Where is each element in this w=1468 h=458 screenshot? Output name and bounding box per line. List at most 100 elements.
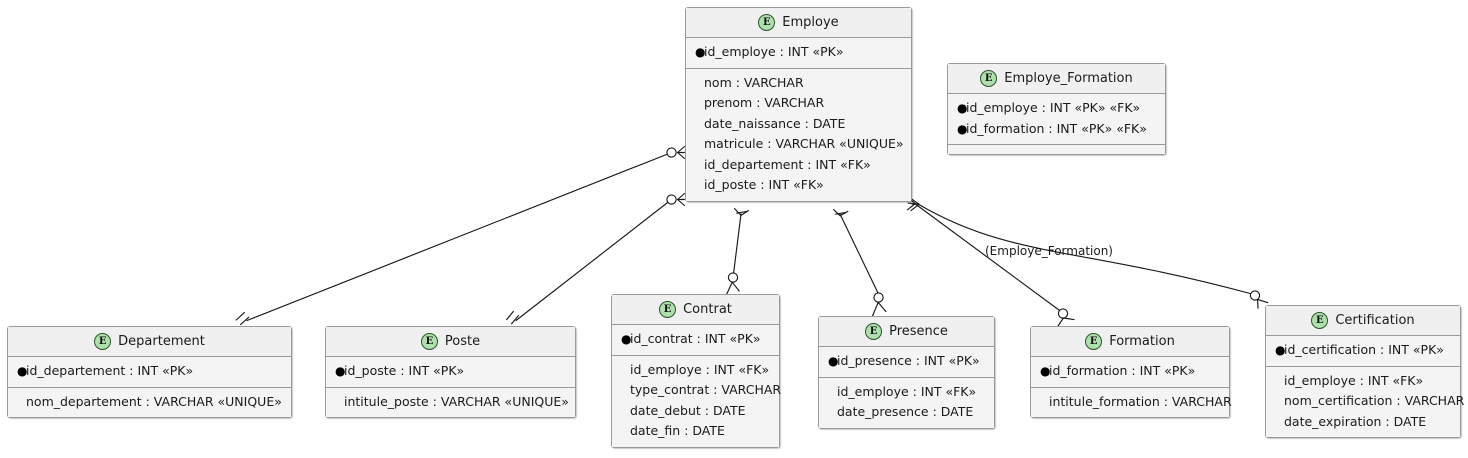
attribute: ●id_employe : INT «FK» bbox=[828, 382, 985, 403]
entity-icon: E bbox=[758, 14, 776, 31]
key-attribute: ●id_certification : INT «PK» bbox=[1275, 340, 1451, 361]
attribute-text: date_presence : DATE bbox=[837, 404, 974, 419]
attribute-text: date_expiration : DATE bbox=[1284, 413, 1427, 429]
entity-header-poste: E Poste bbox=[326, 327, 575, 357]
attribute-text: id_poste : INT «FK» bbox=[704, 177, 824, 192]
attribute: ●date_naissance : DATE bbox=[695, 114, 902, 135]
entity-key-section: ●id_employe : INT «PK» bbox=[686, 38, 911, 69]
entity-icon: E bbox=[94, 333, 112, 350]
entity-icon: E bbox=[865, 323, 883, 340]
attribute: ●prenom : VARCHAR bbox=[695, 93, 902, 114]
attribute-text: id_poste : INT «PK» bbox=[344, 363, 465, 378]
attribute-text: type_contrat : VARCHAR bbox=[630, 382, 782, 397]
entity-key-section: ●id_certification : INT «PK» bbox=[1266, 336, 1460, 367]
attribute-text: date_fin : DATE bbox=[630, 423, 725, 438]
attribute-bullet-icon: ● bbox=[1275, 343, 1286, 357]
entity-attribute-section: ●intitule_poste : VARCHAR «UNIQUE» bbox=[326, 387, 575, 417]
entity-title: Employe_Formation bbox=[1004, 71, 1133, 86]
entity-key-section: ●id_poste : INT «PK» bbox=[326, 357, 575, 388]
entity-header-departement: E Departement bbox=[8, 327, 291, 357]
key-attribute: ●id_formation : INT «PK» «FK» bbox=[957, 119, 1156, 140]
entity-departement[interactable]: E Departement ●id_departement : INT «PK» ●n… bbox=[7, 326, 292, 418]
attribute: ●matricule : VARCHAR «UNIQUE» bbox=[695, 134, 904, 155]
entity-header-employe: E Employe bbox=[686, 8, 911, 38]
attribute-text: id_employe : INT «PK» «FK» bbox=[966, 100, 1141, 115]
entity-attribute-section: ●intitule_formation : VARCHAR bbox=[1031, 387, 1232, 417]
attribute-text: id_employe : INT «FK» bbox=[837, 383, 977, 399]
attribute-text: id_contrat : INT «PK» bbox=[630, 331, 761, 346]
attribute: ●nom_certification : VARCHAR bbox=[1275, 391, 1464, 412]
edge-employe-presence bbox=[833, 209, 887, 317]
key-attribute: ●id_employe : INT «PK» «FK» bbox=[957, 98, 1156, 119]
attribute: ●id_departement : INT «FK» bbox=[695, 155, 902, 176]
attribute: ●date_expiration : DATE bbox=[1275, 412, 1451, 433]
attribute-bullet-icon: ● bbox=[957, 121, 968, 136]
attribute-text: nom : VARCHAR bbox=[704, 74, 804, 90]
entity-key-section: ●id_contrat : INT «PK» bbox=[612, 325, 779, 356]
attribute-text: matricule : VARCHAR «UNIQUE» bbox=[704, 136, 904, 151]
entity-poste[interactable]: E Poste ●id_poste : INT «PK» ●intitule_post… bbox=[325, 326, 576, 418]
entity-key-section: ●id_presence : INT «PK» bbox=[819, 347, 994, 378]
attribute-bullet-icon: ● bbox=[1040, 364, 1051, 378]
entity-attribute-section: ●nom_departement : VARCHAR «UNIQUE» bbox=[8, 387, 291, 417]
edge-employe-formation bbox=[905, 195, 1075, 327]
attribute-text: intitule_formation : VARCHAR bbox=[1049, 393, 1232, 409]
entity-icon: E bbox=[659, 301, 677, 318]
entity-icon: E bbox=[980, 70, 998, 87]
attribute-text: id_formation : INT «PK» bbox=[1049, 363, 1196, 378]
attribute: ●id_employe : INT «FK» bbox=[621, 360, 770, 381]
attribute-text: id_departement : INT «PK» bbox=[26, 363, 194, 378]
entity-title: Certification bbox=[1335, 313, 1415, 328]
entity-employe[interactable]: E Employe ●id_employe : INT «PK» ●nom : VAR… bbox=[685, 7, 912, 202]
attribute-text: id_presence : INT «PK» bbox=[837, 353, 980, 368]
attribute-text: id_departement : INT «FK» bbox=[704, 156, 871, 172]
attribute: ●date_presence : DATE bbox=[828, 402, 985, 423]
attribute-text: id_employe : INT «FK» bbox=[630, 361, 770, 377]
entity-attribute-section: ●id_employe : INT «FK»●date_presence : D… bbox=[819, 377, 994, 428]
attribute: ●id_employe : INT «FK» bbox=[1275, 371, 1451, 392]
entity-attribute-section: ●id_employe : INT «FK»●type_contrat : VA… bbox=[612, 355, 781, 447]
attribute: ●date_debut : DATE bbox=[621, 401, 770, 422]
attribute-text: id_employe : INT «PK» bbox=[704, 44, 844, 59]
attribute-bullet-icon: ● bbox=[957, 101, 968, 115]
entity-attribute-section: ●nom : VARCHAR●prenom : VARCHAR●date_nai… bbox=[686, 68, 911, 201]
edge-label-employe-formation-label: (Employe_Formation) bbox=[985, 244, 1113, 258]
entity-key-section: ●id_formation : INT «PK» bbox=[1031, 357, 1229, 388]
entity-title: Formation bbox=[1109, 334, 1175, 349]
attribute: ●id_poste : INT «FK» bbox=[695, 175, 902, 196]
entity-title: Departement bbox=[118, 334, 205, 349]
entity-key-section: ●id_employe : INT «PK» «FK»●id_formation… bbox=[948, 94, 1165, 145]
key-attribute: ●id_departement : INT «PK» bbox=[17, 361, 282, 382]
entity-attribute-section-empty bbox=[948, 145, 1165, 154]
attribute-text: prenom : VARCHAR bbox=[704, 95, 825, 110]
entity-title: Employe bbox=[782, 15, 839, 30]
attribute-text: date_naissance : DATE bbox=[704, 115, 846, 131]
entity-icon: E bbox=[420, 333, 438, 350]
attribute-bullet-icon: ● bbox=[621, 332, 632, 346]
key-attribute: ●id_presence : INT «PK» bbox=[828, 351, 985, 372]
entity-header-presence: E Presence bbox=[819, 317, 994, 347]
attribute: ●intitule_formation : VARCHAR bbox=[1040, 392, 1232, 413]
edge-employe-contrat bbox=[725, 208, 749, 296]
attribute-text: id_formation : INT «PK» «FK» bbox=[966, 120, 1147, 136]
attribute: ●date_fin : DATE bbox=[621, 421, 770, 442]
entity-attribute-section: ●id_employe : INT «FK»●nom_certification… bbox=[1266, 366, 1464, 437]
entity-title: Presence bbox=[889, 324, 948, 339]
key-attribute: ●id_poste : INT «PK» bbox=[335, 361, 566, 382]
key-attribute: ●id_employe : INT «PK» bbox=[695, 42, 902, 63]
entity-title: Contrat bbox=[683, 302, 732, 317]
attribute-text: intitule_poste : VARCHAR «UNIQUE» bbox=[344, 393, 569, 409]
attribute-text: id_employe : INT «FK» bbox=[1284, 372, 1424, 388]
attribute: ●intitule_poste : VARCHAR «UNIQUE» bbox=[335, 392, 569, 413]
attribute: ●nom : VARCHAR bbox=[695, 73, 902, 94]
attribute: ●type_contrat : VARCHAR bbox=[621, 380, 781, 401]
attribute-bullet-icon: ● bbox=[828, 354, 839, 368]
entity-title: Poste bbox=[444, 334, 481, 349]
